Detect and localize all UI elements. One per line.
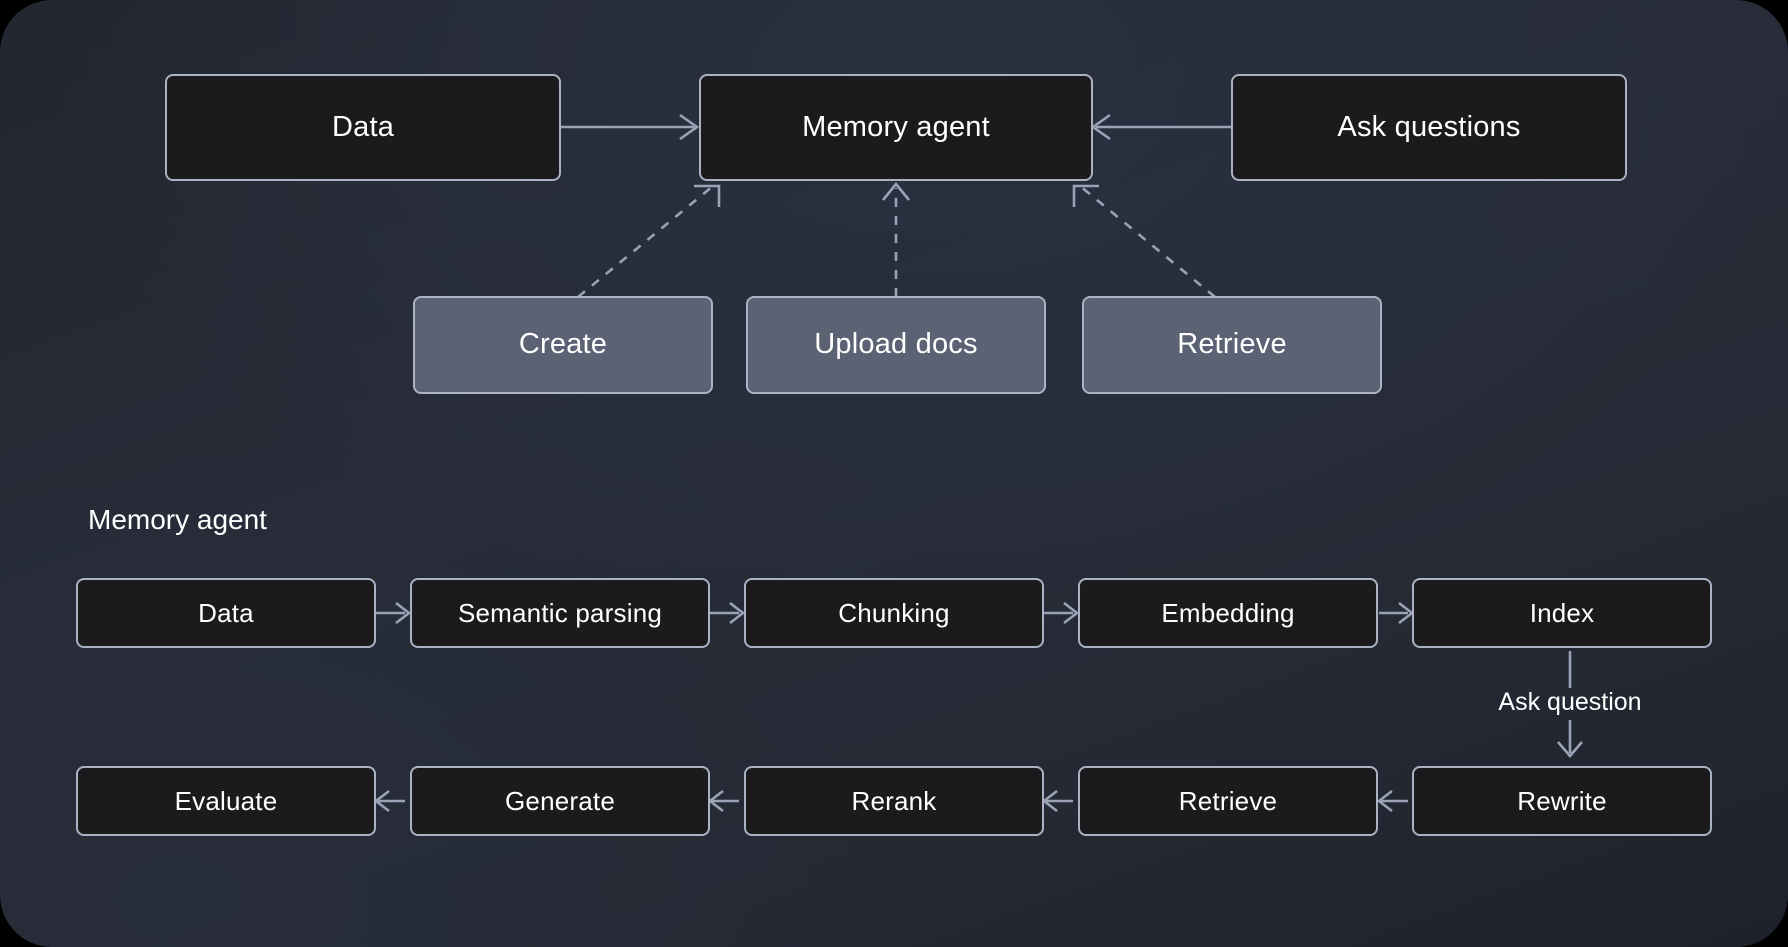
node-pipeline-generate[interactable]: Generate	[410, 766, 710, 836]
node-pipeline-rerank[interactable]: Rerank	[744, 766, 1044, 836]
connector-data-to-semantic-parsing	[376, 601, 412, 625]
node-pipeline-semantic-parsing[interactable]: Semantic parsing	[410, 578, 710, 648]
node-create[interactable]: Create	[413, 296, 713, 394]
node-pipeline-evaluate[interactable]: Evaluate	[76, 766, 376, 836]
connector-ask-questions-to-memory-agent	[1090, 113, 1231, 141]
node-pipeline-embedding[interactable]: Embedding	[1078, 578, 1378, 648]
connector-upload-docs-to-memory-agent	[881, 181, 911, 297]
node-memory-agent[interactable]: Memory agent	[699, 74, 1093, 181]
node-retrieve-top[interactable]: Retrieve	[1082, 296, 1382, 394]
connector-data-to-memory-agent	[561, 113, 700, 141]
connector-retrieve-to-rerank	[1041, 789, 1073, 813]
connector-create-to-memory-agent	[577, 184, 721, 299]
node-ask-questions[interactable]: Ask questions	[1231, 74, 1627, 181]
connector-chunking-to-embedding	[1044, 601, 1080, 625]
node-pipeline-chunking[interactable]: Chunking	[744, 578, 1044, 648]
node-pipeline-retrieve[interactable]: Retrieve	[1078, 766, 1378, 836]
node-upload-docs[interactable]: Upload docs	[746, 296, 1046, 394]
connector-embedding-to-index	[1379, 601, 1415, 625]
node-pipeline-rewrite[interactable]: Rewrite	[1412, 766, 1712, 836]
edge-label-ask-question: Ask question	[1498, 688, 1642, 716]
connector-semantic-parsing-to-chunking	[710, 601, 746, 625]
node-pipeline-index[interactable]: Index	[1412, 578, 1712, 648]
connector-rewrite-to-retrieve	[1376, 789, 1408, 813]
section-heading-memory-agent: Memory agent	[88, 504, 267, 535]
connector-generate-to-evaluate	[373, 789, 405, 813]
connector-rerank-to-generate	[707, 789, 739, 813]
node-pipeline-data[interactable]: Data	[76, 578, 376, 648]
node-data-top[interactable]: Data	[165, 74, 561, 181]
connector-retrieve-to-memory-agent	[1072, 184, 1216, 299]
